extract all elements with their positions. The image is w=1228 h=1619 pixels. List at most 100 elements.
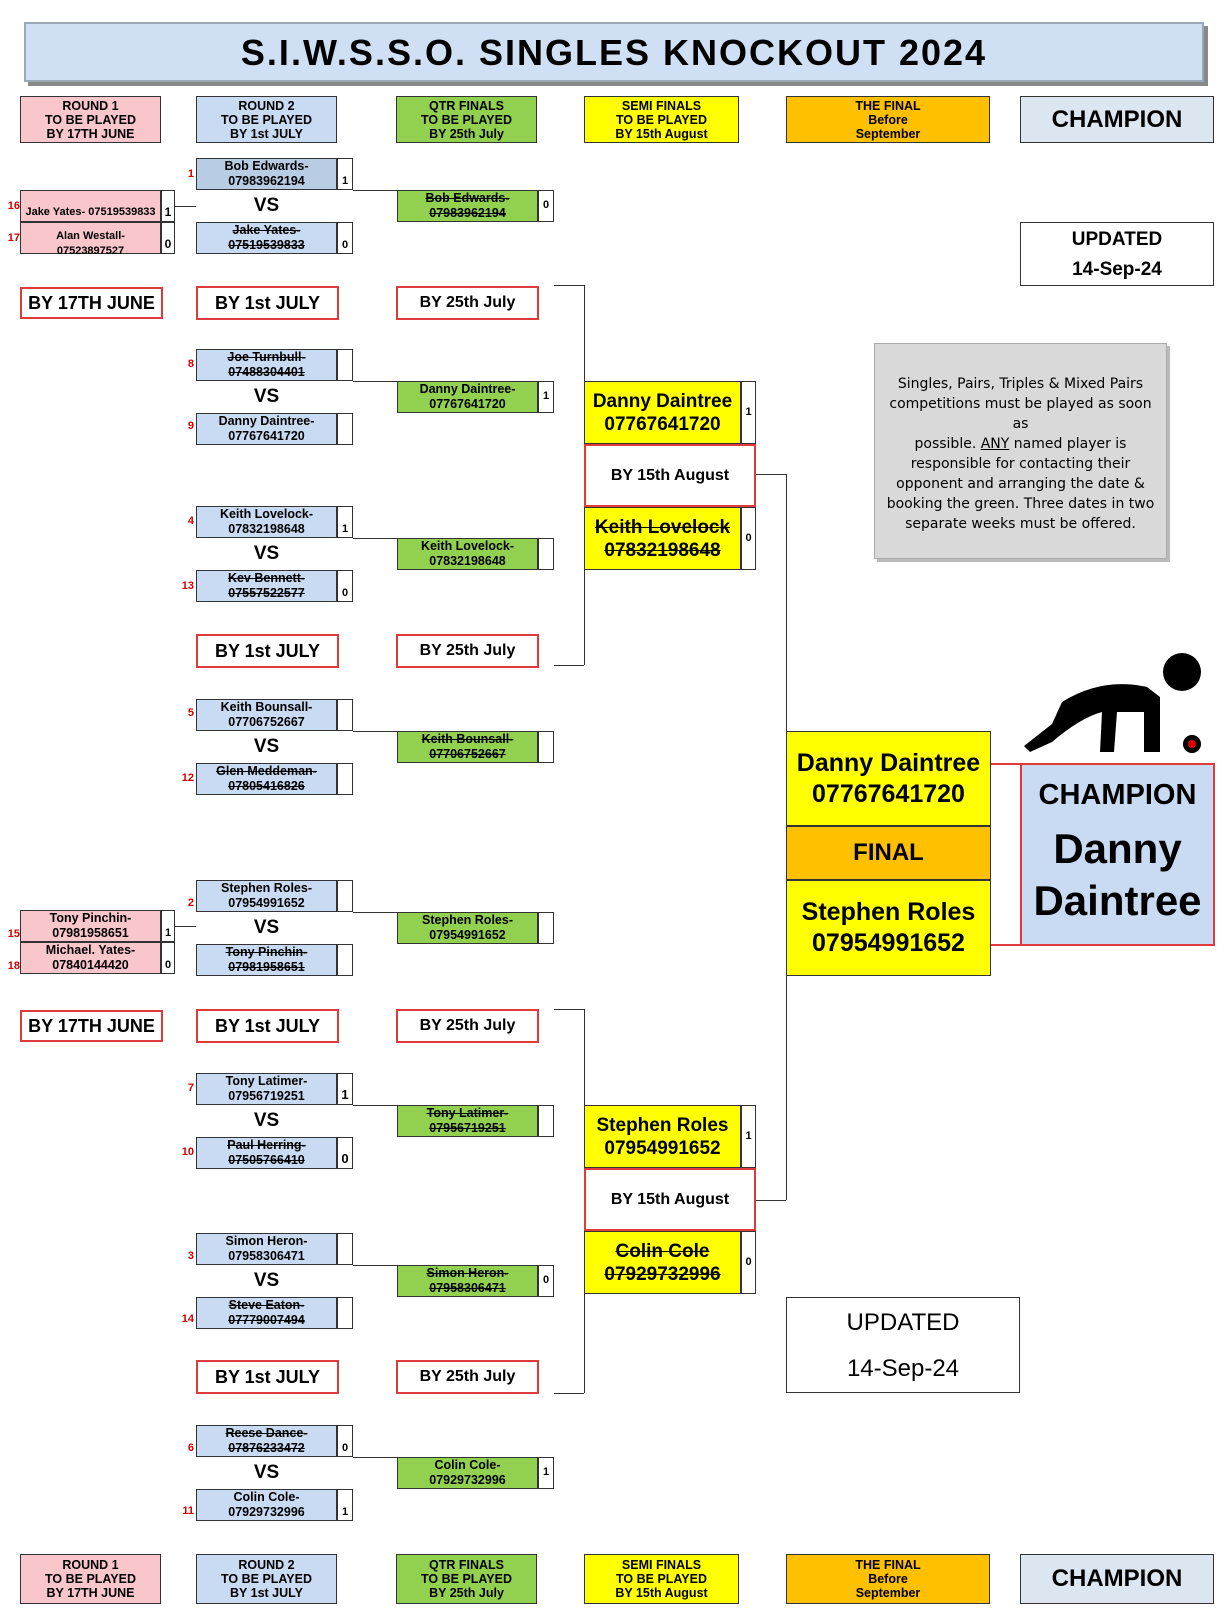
player-phone: 07488304401 bbox=[228, 365, 305, 379]
player-name: Danny Daintree bbox=[592, 390, 733, 412]
sf-player-box: Colin Cole 07929732996 bbox=[584, 1231, 741, 1294]
final-player-2: Stephen Roles 07954991652 bbox=[786, 880, 991, 976]
player-phone: 07832198648 bbox=[429, 554, 506, 568]
player-box: Michael. Yates- 07840144420 bbox=[20, 942, 161, 974]
player-box: Jake Yates- 07519539833 bbox=[196, 222, 337, 254]
player-box: Jake Yates- 07519539833 bbox=[20, 190, 161, 222]
header-text: ROUND 1 bbox=[62, 98, 119, 113]
header-champion: CHAMPION bbox=[1020, 96, 1214, 143]
player-phone: 07706752667 bbox=[228, 715, 305, 729]
player-name: Kev Bennett- bbox=[227, 571, 306, 585]
seed-number: 5 bbox=[187, 707, 194, 719]
player-phone: 07981958651 bbox=[52, 926, 129, 940]
player-phone: 07958306471 bbox=[228, 1249, 305, 1263]
player-name: Stephen Roles- bbox=[221, 881, 312, 895]
header-text: TO BE PLAYED bbox=[421, 1572, 512, 1586]
header-final: THE FINAL Before September bbox=[786, 96, 990, 143]
player-name: Tony Pinchin- bbox=[225, 945, 308, 959]
footer-final: THE FINAL Before September bbox=[786, 1554, 990, 1604]
player-phone: 07956719251 bbox=[228, 1089, 305, 1103]
qf-player-box: Danny Daintree- 07767641720 bbox=[397, 381, 538, 413]
bracket-line bbox=[554, 1393, 584, 1394]
bracket-line bbox=[991, 763, 1021, 765]
header-text: Before bbox=[868, 1572, 908, 1586]
score-box: 0 bbox=[538, 190, 554, 222]
player-name: Tony Latimer- bbox=[225, 1074, 308, 1088]
updated-box: UPDATED 14-Sep-24 bbox=[1020, 222, 1214, 286]
footer-round2: ROUND 2 TO BE PLAYED BY 1st JULY bbox=[196, 1554, 337, 1604]
note-line: responsible for contacting their bbox=[910, 456, 1131, 472]
deadline-round1: BY 17TH JUNE bbox=[20, 1010, 163, 1042]
header-text: QTR FINALS bbox=[429, 1558, 504, 1572]
player-box: Keith Lovelock- 07832198648 bbox=[196, 506, 337, 538]
player-box: Bob Edwards- 07983962194 bbox=[196, 158, 337, 190]
score-box bbox=[337, 1297, 353, 1329]
player-name: Colin Cole- bbox=[233, 1490, 300, 1504]
player-name: Jake Yates- bbox=[232, 223, 301, 237]
seed-number: 1 bbox=[187, 168, 194, 180]
seed-number: 10 bbox=[181, 1146, 194, 1158]
player-phone: 07767641720 bbox=[429, 397, 506, 411]
header-text: TO BE PLAYED bbox=[616, 1572, 707, 1586]
score-box: 0 bbox=[741, 1231, 756, 1294]
vs-label: VS bbox=[253, 1270, 280, 1291]
deadline-round1: BY 17TH JUNE bbox=[20, 287, 163, 319]
updated-date: 14-Sep-24 bbox=[846, 1355, 960, 1382]
score-box: 0 bbox=[337, 222, 353, 254]
seed-number: 8 bbox=[187, 358, 194, 370]
player-phone: 07981958651 bbox=[228, 960, 305, 974]
champion-first-name: Danny bbox=[1053, 825, 1182, 872]
player-name: Bob Edwards- bbox=[425, 191, 510, 205]
player-name: Simon Heron- bbox=[426, 1266, 509, 1280]
header-text: ROUND 2 bbox=[238, 1558, 295, 1572]
player-box: Tony Latimer- 07956719251 bbox=[196, 1073, 337, 1105]
qf-player-box: Keith Bounsall- 07706752667 bbox=[397, 731, 538, 763]
deadline-semifinal: BY 15th August bbox=[584, 1168, 756, 1231]
player-name: Colin Cole bbox=[615, 1240, 710, 1262]
player-box: Alan Westall- 07523897527 bbox=[20, 222, 161, 257]
bracket-line bbox=[353, 1105, 397, 1106]
bowler-icon bbox=[1024, 653, 1201, 753]
score-box: 0 bbox=[741, 507, 756, 570]
bracket-line bbox=[991, 944, 1021, 946]
player-box: Danny Daintree- 07767641720 bbox=[196, 413, 337, 445]
score-box bbox=[337, 413, 353, 445]
note-text: named player is bbox=[1009, 436, 1127, 452]
player-name: Tony Pinchin- bbox=[49, 911, 132, 925]
player-phone: 07767641720 bbox=[812, 779, 965, 808]
qf-player-box: Tony Latimer- 07956719251 bbox=[397, 1105, 538, 1137]
score-box: 0 bbox=[337, 1137, 353, 1169]
player-name: Danny Daintree bbox=[796, 748, 981, 777]
score-box: 1 bbox=[538, 381, 554, 413]
seed-number: 14 bbox=[181, 1313, 194, 1325]
bracket-line bbox=[353, 190, 397, 191]
score-box: 1 bbox=[337, 158, 353, 190]
score-box bbox=[337, 1233, 353, 1265]
footer-champion: CHAMPION bbox=[1020, 1554, 1214, 1604]
sf-player-box: Stephen Roles 07954991652 bbox=[584, 1105, 741, 1168]
bracket-line bbox=[175, 206, 196, 207]
deadline-quarterfinal: BY 25th July bbox=[396, 1009, 539, 1043]
header-text: SEMI FINALS bbox=[621, 1558, 702, 1572]
player-phone: 07958306471 bbox=[429, 1281, 506, 1295]
champion-last-name: Daintree bbox=[1033, 877, 1202, 924]
header-text: TO BE PLAYED bbox=[45, 112, 136, 127]
header-text: BY 25th July bbox=[429, 126, 504, 141]
score-box: 1 bbox=[161, 910, 175, 942]
note-line: competitions must be played as soon as bbox=[889, 396, 1152, 432]
player-box: Tony Pinchin- 07981958651 bbox=[20, 910, 161, 942]
header-text: ROUND 1 bbox=[62, 1558, 119, 1572]
header-text: TO BE PLAYED bbox=[221, 112, 312, 127]
qf-player-box: Keith Lovelock- 07832198648 bbox=[397, 538, 538, 570]
deadline-quarterfinal: BY 25th July bbox=[396, 286, 539, 320]
player-name: Colin Cole- bbox=[434, 1458, 501, 1472]
bracket-line bbox=[353, 381, 397, 382]
player-phone: 07832198648 bbox=[228, 522, 305, 536]
bracket-line bbox=[353, 538, 397, 539]
player-box: Keith Bounsall- 07706752667 bbox=[196, 699, 337, 731]
player-phone: 07954991652 bbox=[429, 928, 506, 942]
player-phone: 07519539833 bbox=[228, 238, 305, 252]
player-box: Steve Eaton- 07779007494 bbox=[196, 1297, 337, 1329]
header-text: Before bbox=[868, 112, 908, 127]
player-name: Joe Turnbull- bbox=[227, 350, 306, 364]
